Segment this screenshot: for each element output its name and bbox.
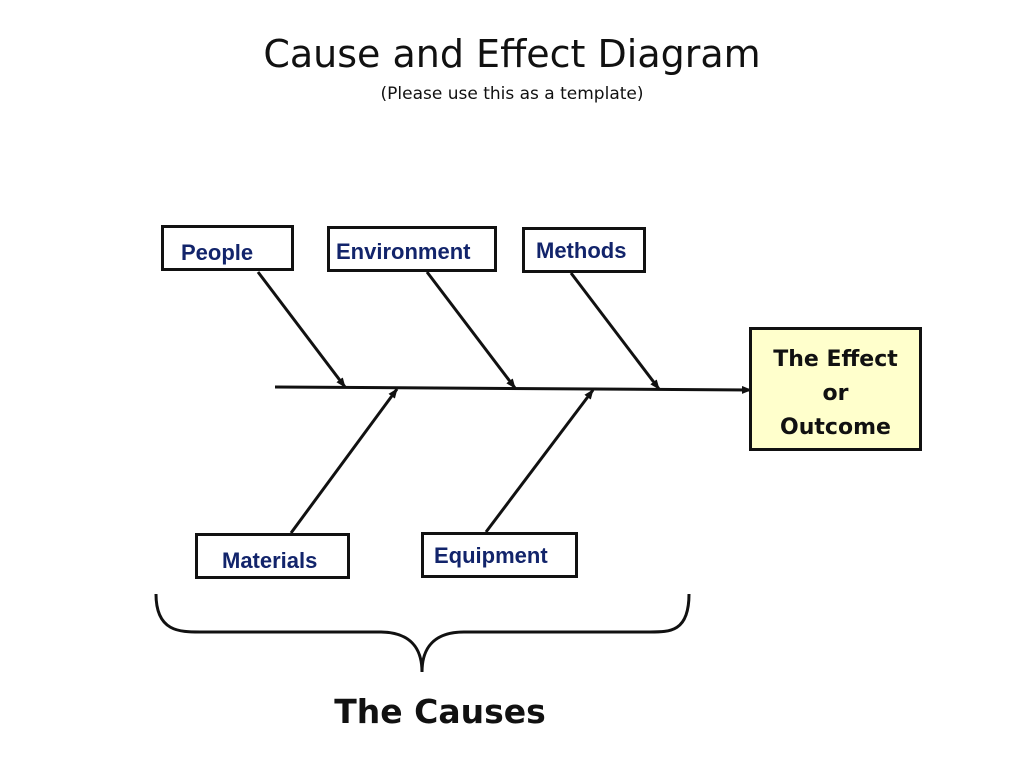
category-box-equipment: Equipment bbox=[421, 532, 578, 578]
category-box-people: People bbox=[161, 225, 294, 271]
causes-brace bbox=[154, 593, 691, 673]
bone-materials bbox=[289, 388, 399, 534]
category-box-environment: Environment bbox=[327, 226, 497, 272]
category-label-people: People bbox=[181, 240, 254, 265]
effect-line-3: Outcome bbox=[780, 415, 891, 440]
category-label-environment: Environment bbox=[336, 239, 471, 264]
effect-box: The Effect or Outcome bbox=[749, 327, 922, 451]
effect-line-1: The Effect bbox=[773, 347, 898, 372]
bone-environment bbox=[425, 271, 517, 389]
category-label-methods: Methods bbox=[536, 238, 627, 263]
category-box-materials: Materials bbox=[195, 533, 350, 579]
category-box-methods: Methods bbox=[522, 227, 646, 273]
bone-methods bbox=[569, 272, 661, 390]
slide-subtitle: (Please use this as a template) bbox=[380, 84, 644, 104]
bone-equipment bbox=[484, 389, 595, 533]
effect-line-2: or bbox=[822, 381, 849, 406]
slide-title: Cause and Effect Diagram bbox=[263, 32, 761, 76]
category-label-equipment: Equipment bbox=[434, 543, 548, 568]
causes-label: The Causes bbox=[334, 692, 546, 731]
category-label-materials: Materials bbox=[222, 548, 318, 573]
bone-people bbox=[256, 271, 347, 388]
